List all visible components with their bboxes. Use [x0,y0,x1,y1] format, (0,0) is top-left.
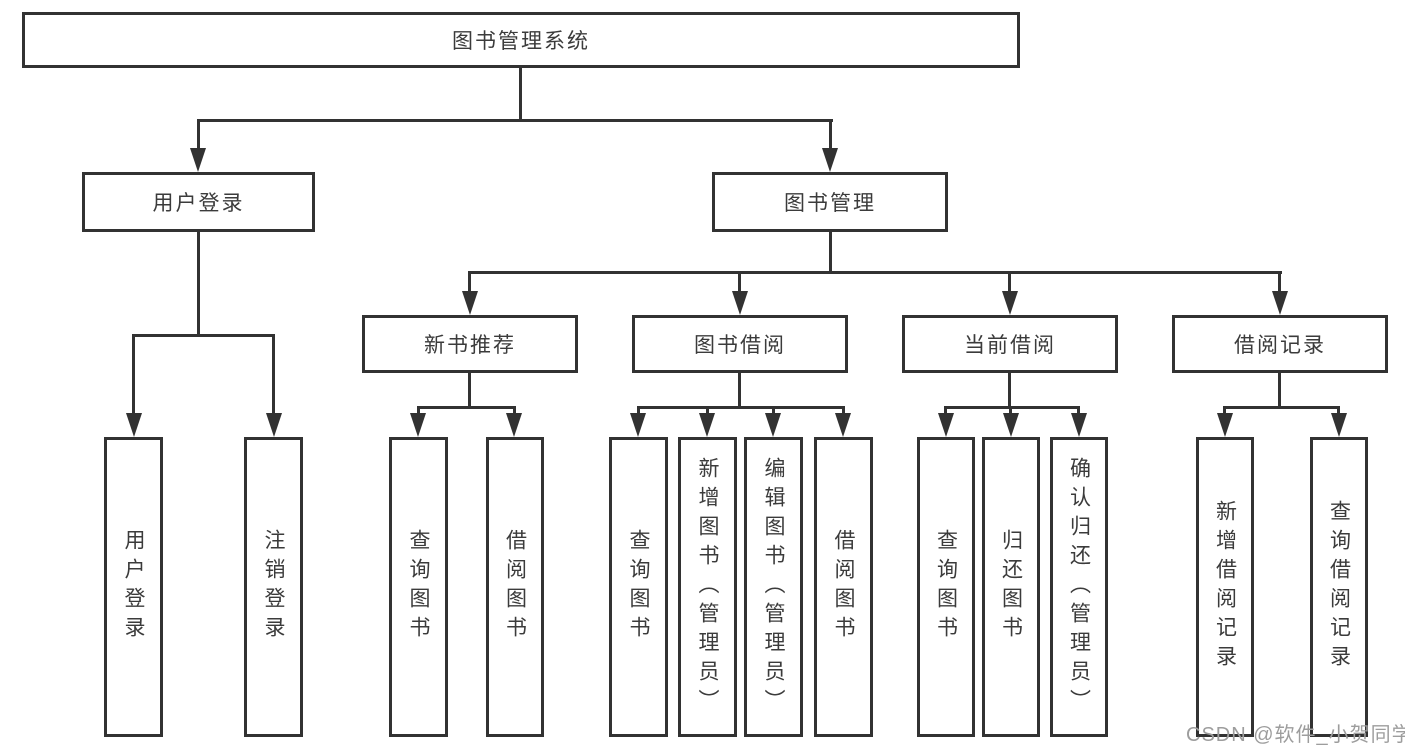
connector-segment [513,406,516,416]
connector-segment [772,406,775,416]
connector-segment [1008,271,1011,293]
node-new-book-recommend: 新书推荐 [362,315,578,373]
arrow-down-icon [190,148,206,172]
leaf-query-books-recommend-label: 查询图书 [407,529,430,645]
arrow-down-icon [462,291,478,315]
leaf-query-borrow-record: 查询借阅记录 [1310,437,1368,737]
connector-segment [468,271,471,293]
leaf-query-books-current: 查询图书 [917,437,975,737]
leaf-borrow-books-recommend: 借阅图书 [486,437,544,737]
connector-segment [468,271,1282,274]
leaf-borrow-books-label: 借阅图书 [832,529,855,645]
connector-segment [944,406,947,416]
leaf-query-borrow-record-label: 查询借阅记录 [1327,500,1351,674]
leaf-logout: 注销登录 [244,437,303,737]
leaf-edit-books-admin-label: 编辑图书（管理员） [762,456,785,718]
arrow-down-icon [1272,291,1288,315]
connector-segment [829,119,832,151]
watermark: CSDN @软件_小贺同学 [1186,724,1405,746]
node-root-label: 图书管理系统 [452,30,590,53]
node-borrow-records: 借阅记录 [1172,315,1388,373]
arrow-down-icon [630,413,646,437]
connector-segment [417,406,420,416]
connector-segment [197,232,200,336]
connector-segment [1223,406,1226,416]
arrow-down-icon [1003,413,1019,437]
node-current-borrow-label: 当前借阅 [964,334,1056,357]
arrow-down-icon [506,413,522,437]
node-current-borrow: 当前借阅 [902,315,1118,373]
leaf-user-login-label: 用户登录 [122,529,145,645]
node-root: 图书管理系统 [22,12,1020,68]
connector-segment [944,406,1080,409]
arrow-down-icon [938,413,954,437]
leaf-return-books: 归还图书 [982,437,1040,737]
connector-segment [132,334,275,337]
leaf-query-books-current-label: 查询图书 [934,529,958,645]
leaf-query-books-recommend: 查询图书 [389,437,448,737]
arrow-down-icon [732,291,748,315]
arrow-down-icon [266,413,282,437]
arrow-down-icon [1002,291,1018,315]
connector-segment [829,232,832,273]
node-new-book-recommend-label: 新书推荐 [424,334,516,357]
leaf-confirm-return-admin: 确认归还（管理员） [1050,437,1108,737]
arrow-down-icon [126,413,142,437]
connector-segment [1009,406,1012,416]
connector-segment [842,406,845,416]
node-user-login-label: 用户登录 [152,192,245,215]
leaf-query-books-borrow-label: 查询图书 [627,529,650,645]
connector-segment [417,406,516,409]
arrow-down-icon [1217,413,1233,437]
node-book-borrow-label: 图书借阅 [694,334,786,357]
node-borrow-records-label: 借阅记录 [1234,334,1326,357]
leaf-return-books-label: 归还图书 [999,529,1023,645]
connector-segment [1008,373,1011,409]
arrow-down-icon [1071,413,1087,437]
arrow-down-icon [410,413,426,437]
arrow-down-icon [765,413,781,437]
connector-segment [738,373,741,409]
leaf-add-books-admin: 新增图书（管理员） [678,437,737,737]
leaf-borrow-books-recommend-label: 借阅图书 [503,529,527,645]
connector-segment [197,119,833,122]
connector-segment [637,406,845,409]
node-book-mgmt-label: 图书管理 [784,192,876,215]
connector-segment [1337,406,1340,416]
connector-segment [272,334,275,416]
leaf-query-books-borrow: 查询图书 [609,437,668,737]
connector-segment [706,406,709,416]
connector-segment [468,373,471,409]
arrow-down-icon [835,413,851,437]
connector-segment [197,119,200,151]
node-user-login: 用户登录 [82,172,315,232]
leaf-logout-label: 注销登录 [262,529,285,645]
leaf-add-borrow-record-label: 新增借阅记录 [1213,500,1237,674]
connector-segment [1223,406,1340,409]
arrow-down-icon [822,148,838,172]
leaf-add-borrow-record: 新增借阅记录 [1196,437,1254,737]
connector-segment [1077,406,1080,416]
connector-segment [637,406,640,416]
leaf-confirm-return-admin-label: 确认归还（管理员） [1067,456,1091,718]
arrow-down-icon [699,413,715,437]
leaf-user-login: 用户登录 [104,437,163,737]
node-book-mgmt: 图书管理 [712,172,948,232]
node-book-borrow: 图书借阅 [632,315,848,373]
leaf-edit-books-admin: 编辑图书（管理员） [744,437,803,737]
connector-segment [1278,373,1281,409]
connector-segment [519,68,522,122]
connector-segment [132,334,135,416]
connector-segment [738,271,741,293]
connector-segment [1278,271,1281,293]
arrow-down-icon [1331,413,1347,437]
leaf-borrow-books: 借阅图书 [814,437,873,737]
leaf-add-books-admin-label: 新增图书（管理员） [696,456,719,718]
